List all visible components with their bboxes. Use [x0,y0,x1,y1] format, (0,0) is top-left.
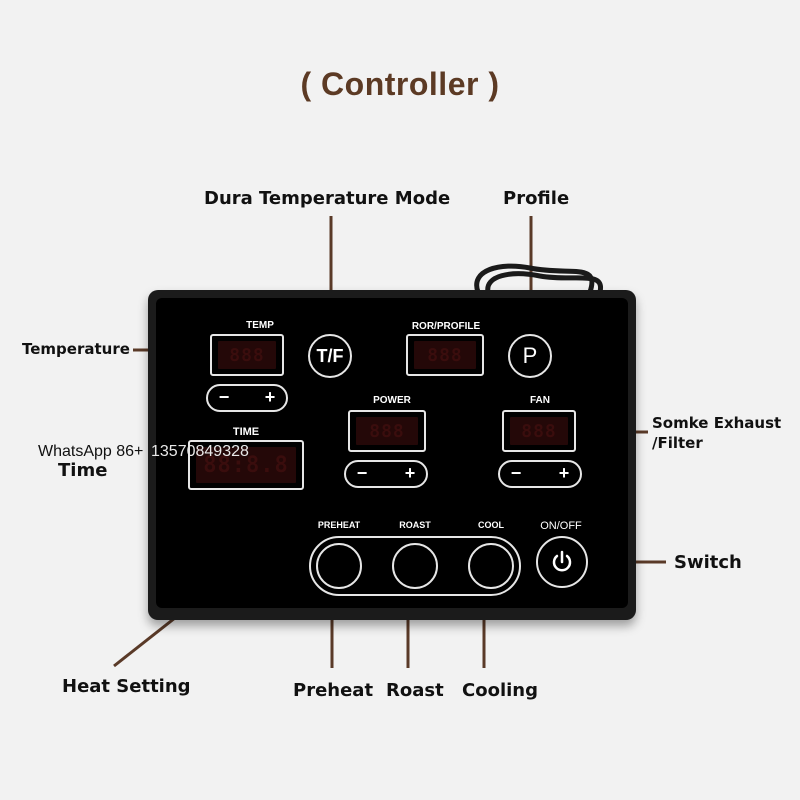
power-minus-button[interactable]: − [356,463,368,483]
power-icon [552,550,572,572]
control-panel: TEMP 888 − + T/F ROR/PROFILE 888 P POWER… [156,298,628,608]
cool-button[interactable] [468,543,514,589]
callout-roast: Roast [386,680,444,701]
ror-profile-display-digits: 888 [414,341,476,369]
power-label: POWER [373,395,411,406]
fan-label: FAN [530,395,550,406]
watermark-text: WhatsApp 86+ [38,443,144,460]
preheat-button[interactable] [316,543,362,589]
power-cable [474,263,603,293]
fan-plus-button[interactable]: + [558,463,570,483]
controller-device: TEMP 888 − + T/F ROR/PROFILE 888 P POWER… [148,290,636,620]
callout-switch: Switch [674,552,742,573]
watermark-number: 13570849328 [151,443,249,460]
callout-cooling: Cooling [462,680,538,701]
temp-plus-button[interactable]: + [264,387,276,407]
callout-smoke-exhaust: Somke Exhaust [652,414,782,432]
callout-preheat: Preheat [293,680,374,701]
temp-adjust: − + [206,384,288,412]
fan-adjust: − + [498,460,582,488]
profile-button[interactable]: P [508,334,552,378]
callout-dura-temperature-mode: Dura Temperature Mode [204,188,451,209]
preheat-label: PREHEAT [317,520,361,530]
on-off-label: ON/OFF [540,520,582,532]
power-plus-button[interactable]: + [404,463,416,483]
power-display: 888 [348,410,426,452]
time-display-digits: 88:8.8 [196,447,296,483]
fan-display-digits: 888 [510,417,568,445]
power-adjust: − + [344,460,428,488]
time-display: 88:8.8 [188,440,304,490]
ror-profile-label: ROR/PROFILE [411,321,481,332]
callout-profile: Profile [503,188,570,209]
power-switch-button[interactable] [536,536,588,588]
fan-minus-button[interactable]: − [510,463,522,483]
tf-button[interactable]: T/F [308,334,352,378]
page-title: ( Controller ) [300,66,500,102]
fan-display: 888 [502,410,576,452]
time-label: TIME [232,426,260,438]
roast-button[interactable] [392,543,438,589]
callout-temperature: Temperature [22,340,130,358]
callout-time: Time [58,460,108,481]
temp-display-digits: 888 [218,341,276,369]
cool-label: COOL [478,520,504,530]
temp-minus-button[interactable]: − [218,387,230,407]
roast-label: ROAST [399,520,431,530]
callout-smoke-exhaust-filter: /Filter [652,434,703,452]
temp-display: 888 [210,334,284,376]
power-display-digits: 888 [356,417,418,445]
ror-profile-display: 888 [406,334,484,376]
temp-label: TEMP [246,320,274,331]
mode-button-group [309,536,521,596]
callout-heat-setting: Heat Setting [62,676,191,697]
